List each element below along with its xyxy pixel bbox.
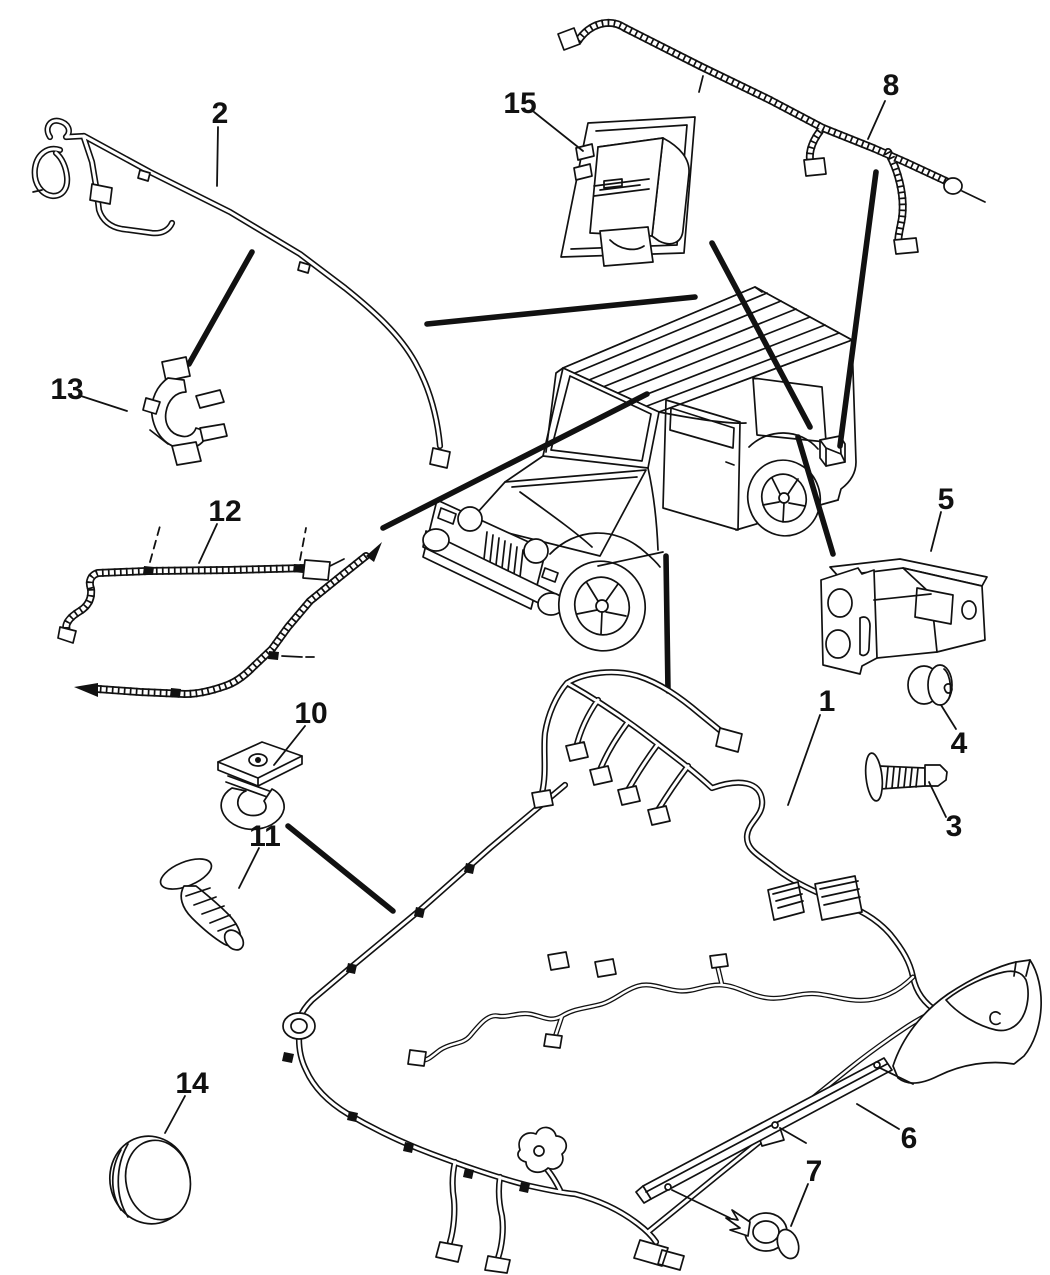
callout-14: 14 [175, 1067, 209, 1100]
part-15-module [560, 116, 696, 267]
part-1-body-harness [282, 672, 960, 1274]
callout-7: 7 [806, 1155, 823, 1188]
callouts: 1 2 3 4 5 6 7 8 10 11 12 13 14 15 [50, 69, 968, 1227]
vehicle-illustration [422, 286, 857, 652]
part-12-jumper-harness [57, 525, 382, 697]
part-5-bracket [820, 558, 988, 675]
harness-12-right-connector [302, 559, 331, 581]
callout-12: 12 [208, 495, 241, 528]
callout-6: 6 [901, 1122, 918, 1155]
part-6-sill-trim [635, 959, 1042, 1219]
quarter-trim-panel [892, 959, 1042, 1084]
harness-12-left-end [57, 626, 77, 644]
part-4-grommet [907, 664, 953, 706]
location-leader-lines [186, 169, 879, 914]
part-13-harness-clip [142, 356, 228, 466]
part-2-roof-rail-harness [33, 121, 451, 469]
harness-8-drop-connector [803, 157, 827, 177]
part-11-push-pin [159, 858, 245, 951]
connector-block-a [767, 881, 805, 921]
callout-13: 13 [50, 373, 83, 406]
callout-8: 8 [883, 69, 900, 102]
part-14-cap [108, 1135, 192, 1225]
callout-15: 15 [503, 87, 536, 120]
headlamp-left [457, 506, 483, 532]
headlamp-right [523, 538, 549, 564]
part-7-push-fastener [725, 1209, 800, 1260]
part-10-clip [217, 741, 303, 831]
harness-8-right-connector [943, 177, 963, 195]
callout-1: 1 [819, 685, 836, 718]
cluster-connector [715, 727, 743, 753]
part-8-rear-harness [557, 23, 986, 255]
callout-10: 10 [294, 697, 327, 730]
callout-3: 3 [946, 810, 963, 843]
callout-2: 2 [212, 97, 229, 130]
harness-12-arrow-end [366, 542, 382, 562]
harness-8-left-connector [557, 27, 581, 51]
callout-5: 5 [938, 483, 955, 516]
callout-11: 11 [249, 820, 281, 853]
callout-4: 4 [951, 727, 968, 760]
part-3-bolt [864, 752, 948, 802]
harness-12-arrow-left [74, 683, 98, 697]
